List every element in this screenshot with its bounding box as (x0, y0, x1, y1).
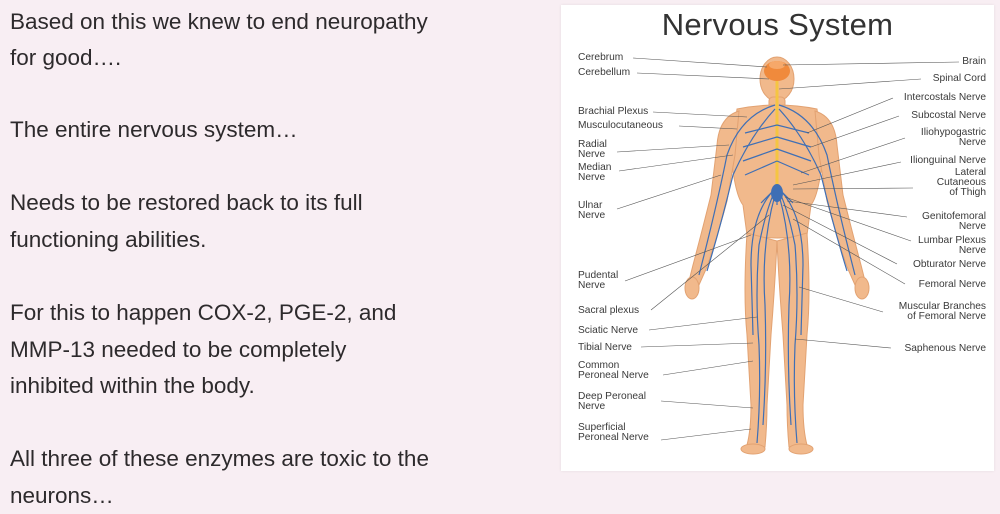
label-common-peroneal-nerve: Common Peroneal Nerve (578, 360, 649, 381)
label-femoral-nerve: Femoral Nerve (918, 279, 986, 290)
label-obturator-nerve: Obturator Nerve (912, 259, 986, 270)
label-iliohypogastric-nerve: Iliohypogastric Nerve (920, 127, 986, 148)
nervous-system-diagram: Nervous System (561, 5, 994, 471)
label-brain: Brain (962, 56, 986, 67)
label-tibial-nerve: Tibial Nerve (578, 342, 632, 353)
label-spinal-cord: Spinal Cord (932, 73, 986, 84)
label-brachial-plexus: Brachial Plexus (578, 106, 649, 117)
label-cerebrum: Cerebrum (578, 52, 624, 63)
article-line: for good…. (10, 45, 122, 70)
article-line: The entire nervous system… (10, 117, 298, 142)
diagram-title: Nervous System (661, 7, 894, 42)
label-sacral-plexus: Sacral plexus (578, 305, 640, 316)
article-line: All three of these enzymes are toxic to … (10, 446, 429, 471)
article-line: neurons… (10, 483, 114, 508)
article-line: For this to happen COX-2, PGE-2, and (10, 300, 397, 325)
label-superficial-peroneal-nerve: Superficial Peroneal Nerve (578, 422, 649, 443)
label-saphenous-nerve: Saphenous Nerve (904, 343, 986, 354)
label-subcostal-nerve: Subcostal Nerve (911, 110, 986, 121)
body-illustration (616, 56, 960, 455)
label-deep-peroneal-nerve: Deep Peroneal Nerve (578, 391, 646, 412)
label-intercostals-nerve: Intercostals Nerve (903, 92, 986, 103)
label-genitofemoral-nerve: Genitofemoral Nerve (922, 211, 986, 232)
label-radial-nerve: Radial Nerve (578, 139, 607, 160)
article-line: Needs to be restored back to its full (10, 190, 363, 215)
label-sciatic-nerve: Sciatic Nerve (578, 325, 639, 336)
article-line: functioning abilities. (10, 227, 207, 252)
article-line: Based on this we knew to end neuropathy (10, 9, 428, 34)
label-pudental-nerve: Pudental Nerve (578, 270, 619, 291)
label-musculocutaneous: Musculocutaneous (578, 120, 663, 131)
label-lateral-cutaneous-thigh: Lateral Cutaneous of Thigh (936, 167, 986, 198)
article-line: MMP-13 needed to be completely (10, 337, 347, 362)
label-ulnar-nerve: Ulnar Nerve (578, 200, 606, 221)
label-ilionguinal-nerve: Ilionguinal Nerve (910, 155, 986, 166)
label-cerebellum: Cerebellum (578, 67, 631, 78)
label-median-nerve: Median Nerve (578, 162, 612, 183)
label-lumbar-plexus-nerve: Lumbar Plexus Nerve (918, 235, 986, 256)
article-line: inhibited within the body. (10, 373, 255, 398)
label-muscular-branches-femoral: Muscular Branches of Femoral Nerve (898, 301, 986, 322)
